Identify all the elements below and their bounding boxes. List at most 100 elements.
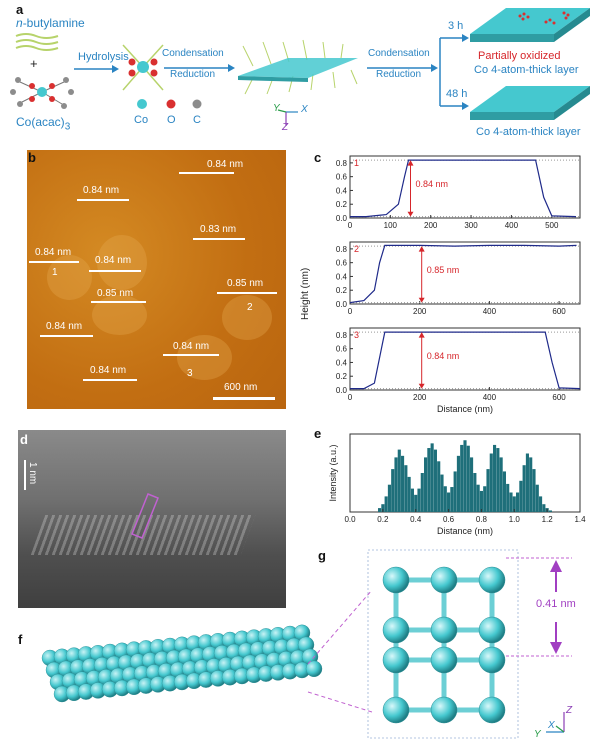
intensity-bar [499,457,503,512]
intensity-bar [424,457,428,512]
co-atom [430,616,458,644]
profile-number-label: 3 [354,330,359,340]
co-atom [430,646,458,674]
intensity-bar [378,508,382,512]
afm-label: 0.85 nm [97,288,134,299]
height-arrow-head [418,246,425,252]
panel-label-e: e [314,426,322,441]
afm-flake [47,255,92,300]
unit-cell-outline [367,549,519,739]
amine-prefix: n [16,16,23,30]
x-tick-label: 600 [552,393,566,402]
co-atom [478,646,506,674]
height-profile-line [349,244,577,304]
afm-scan-line [83,379,137,381]
precursor-label: Co(acac)3 [16,115,70,132]
height-annotation: 0.84 nm [427,351,460,361]
x-tick-label: 500 [545,221,559,230]
arrow-step1 [74,65,119,73]
intensity-bar [539,496,543,512]
intensity-bar [486,469,490,512]
chart-c-ylabel: Height (nm) [300,267,311,320]
profile-number-label: 1 [354,158,359,168]
intensity-bar [493,444,497,512]
afm-label: 0.84 nm [46,321,83,332]
intensity-bar [483,486,487,512]
afm-label: 0.84 nm [35,247,72,258]
afm-label: 0.84 nm [207,159,244,170]
afm-label: 0.85 nm [227,278,264,289]
x-tick-label: 400 [483,393,497,402]
intensity-bar [496,448,500,512]
intensity-bar [535,484,539,512]
x-tick-label: 200 [424,221,438,230]
afm-scan-line [29,261,79,263]
co-atom [382,696,410,724]
intensity-bar [440,474,444,512]
co-atom [382,646,410,674]
intensity-bar [443,486,447,512]
x-axis-label: Distance (nm) [437,404,493,414]
hrtem-image: 1 nm [18,430,286,608]
y-axis-label: Intensity (a.u.) [328,444,338,501]
amine-chains-graphic [15,33,59,51]
spacing-indicator [506,557,572,657]
intensity-bar [414,494,418,512]
intensity-bar [519,480,523,512]
y-tick-label: 0.6 [336,345,348,354]
step2-bottom-label: Reduction [170,69,216,80]
x-tick-label: 1.0 [509,515,521,524]
co-atom [430,696,458,724]
afm-region-number: 2 [247,302,253,313]
x-tick-label: 300 [464,221,478,230]
profile-number-label: 2 [354,244,359,254]
legend-c: C [193,114,201,126]
intensity-bar [489,453,493,512]
intensity-bar [384,496,388,512]
co-atom [305,660,323,677]
y-tick-label: 0.6 [336,173,348,182]
y-tick-label: 0.8 [336,159,348,168]
amine-rest: -butylamine [22,16,85,30]
intensity-bar [463,440,467,512]
afm-label: 0.84 nm [95,255,132,266]
product-oxidized-line1: Partially oxidized [478,50,561,62]
intensity-bar [387,484,391,512]
intensity-bar [506,483,510,512]
intensity-bar [516,492,520,512]
y-tick-label: 0.0 [336,214,348,223]
intensity-bar [433,449,437,512]
plot-frame [349,241,581,305]
intensity-bar [447,492,451,512]
intensity-bar [479,490,483,512]
precursor-name: Co(acac) [16,115,65,129]
intensity-bar [453,471,457,512]
time-48h: 48 h [446,88,468,100]
intensity-bar [430,443,434,512]
afm-scan-line [193,238,245,240]
x-tick-label: 0.0 [344,515,356,524]
co-atom [382,616,410,644]
x-tick-label: 0.4 [410,515,422,524]
axis-x-label-a: X [301,104,308,115]
intermediate-cluster-graphic [122,44,164,91]
intensity-bar [512,496,516,512]
y-tick-label: 0.8 [336,331,348,340]
x-tick-label: 200 [413,393,427,402]
height-arrow-head [407,211,414,217]
plus-sign: + [30,56,38,71]
afm-scan-line [77,199,129,201]
x-tick-label: 0.6 [443,515,455,524]
intensity-bar [401,455,405,512]
afm-scan-line [91,301,146,303]
intensity-bar [450,487,454,512]
intensity-bar [548,510,552,512]
x-tick-label: 0.2 [377,515,389,524]
intensity-bar [473,473,477,512]
y-tick-label: 0.2 [336,372,348,381]
panel-label-g: g [318,548,326,563]
x-tick-label: 1.4 [574,515,586,524]
